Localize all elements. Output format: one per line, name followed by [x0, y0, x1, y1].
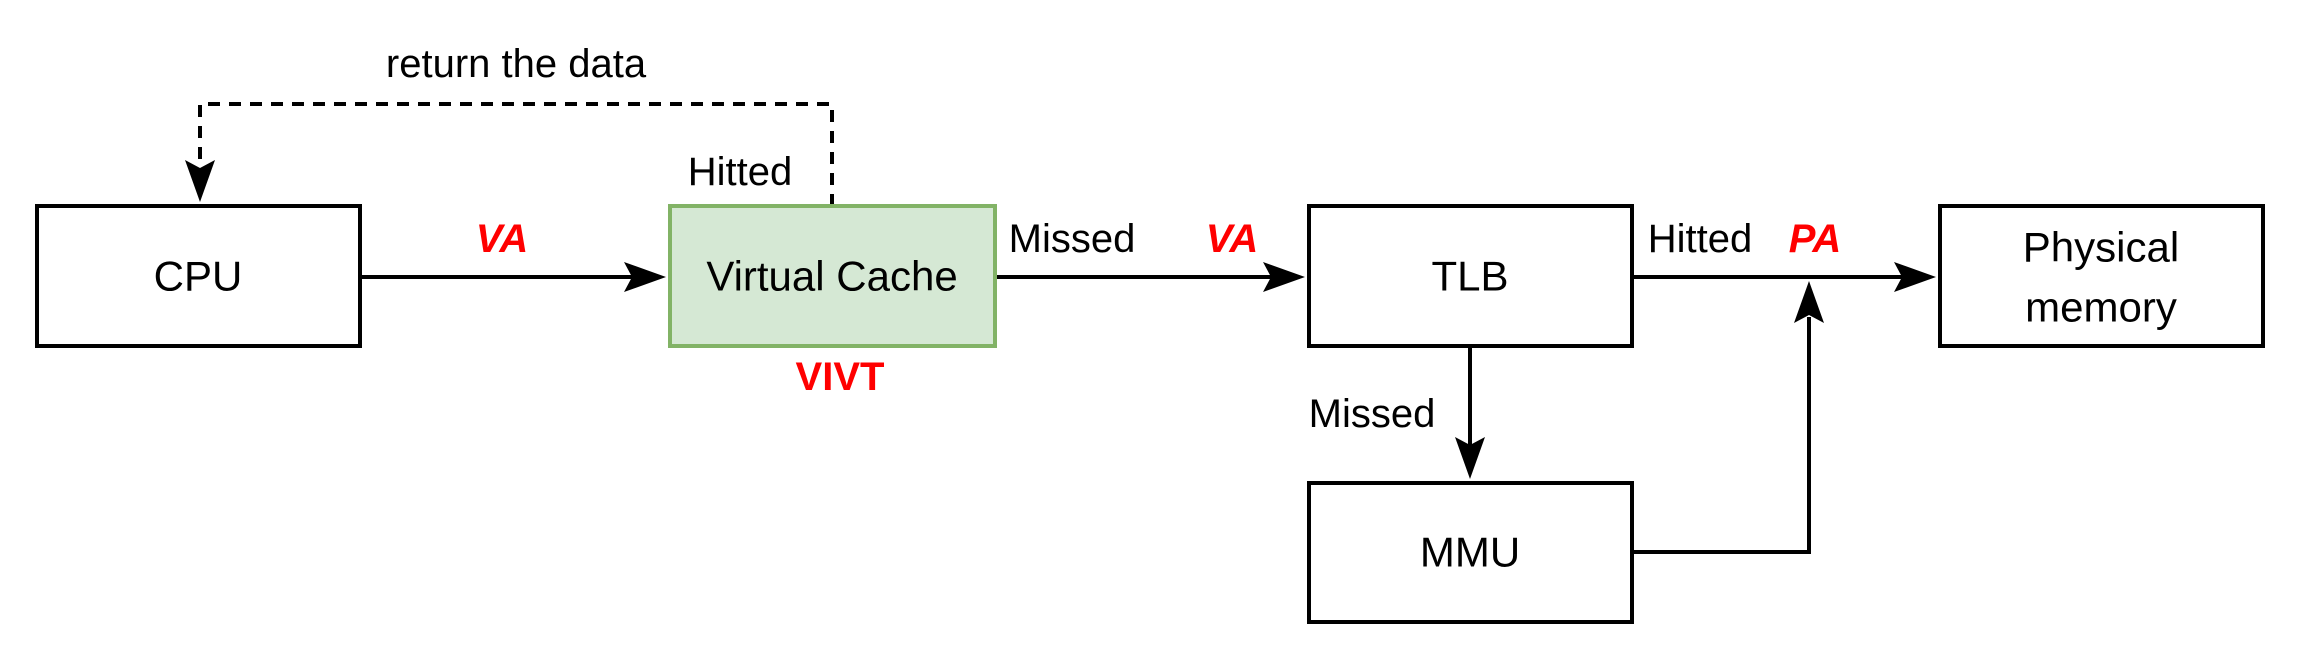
arrowhead-tlb-to-mmu-icon: [1455, 437, 1485, 479]
hitted-tlb-label: Hitted: [1648, 217, 1753, 261]
return-data-label: return the data: [386, 42, 647, 86]
va-cpu-to-cache-label: VA: [476, 217, 529, 261]
tlb-box: [1307, 204, 1634, 348]
physical-memory-label-line2: memory: [2025, 284, 2177, 331]
node-cpu: CPU: [35, 204, 362, 348]
physical-memory-box: [1938, 204, 2265, 348]
node-virtual-cache: Virtual Cache VIVT: [668, 204, 997, 399]
node-tlb: TLB: [1307, 204, 1634, 348]
missed-tlb-label: Missed: [1309, 392, 1436, 436]
virtual-cache-label: Virtual Cache: [706, 253, 957, 300]
arrowhead-cpu-to-virtual-cache-icon: [624, 262, 666, 292]
edge-mmu-to-physical-memory: [1634, 317, 1811, 554]
arrowhead-mmu-to-physical-memory-icon: [1794, 281, 1824, 323]
missed-cache-label: Missed: [1009, 217, 1136, 261]
hitted-cache-label: Hitted: [688, 150, 793, 194]
physical-memory-label-line1: Physical: [2023, 224, 2179, 271]
edge-return-data-dashed: [198, 102, 834, 206]
tlb-label: TLB: [1431, 253, 1508, 300]
cpu-label: CPU: [154, 253, 243, 300]
virtual-cache-box: [668, 204, 997, 348]
va-cache-to-tlb-label: VA: [1206, 217, 1259, 261]
mmu-label: MMU: [1420, 529, 1520, 576]
node-physical-memory: Physical memory: [1938, 204, 2265, 348]
arrowhead-virtual-cache-to-tlb-icon: [1263, 262, 1305, 292]
mmu-box: [1307, 481, 1634, 624]
vivt-tag: VIVT: [796, 355, 885, 399]
node-mmu: MMU: [1307, 481, 1634, 624]
cpu-box: [35, 204, 362, 348]
arrowhead-return-data-icon: [185, 160, 215, 202]
pa-label: PA: [1789, 217, 1842, 261]
arrowhead-tlb-to-physical-memory-icon: [1894, 262, 1936, 292]
